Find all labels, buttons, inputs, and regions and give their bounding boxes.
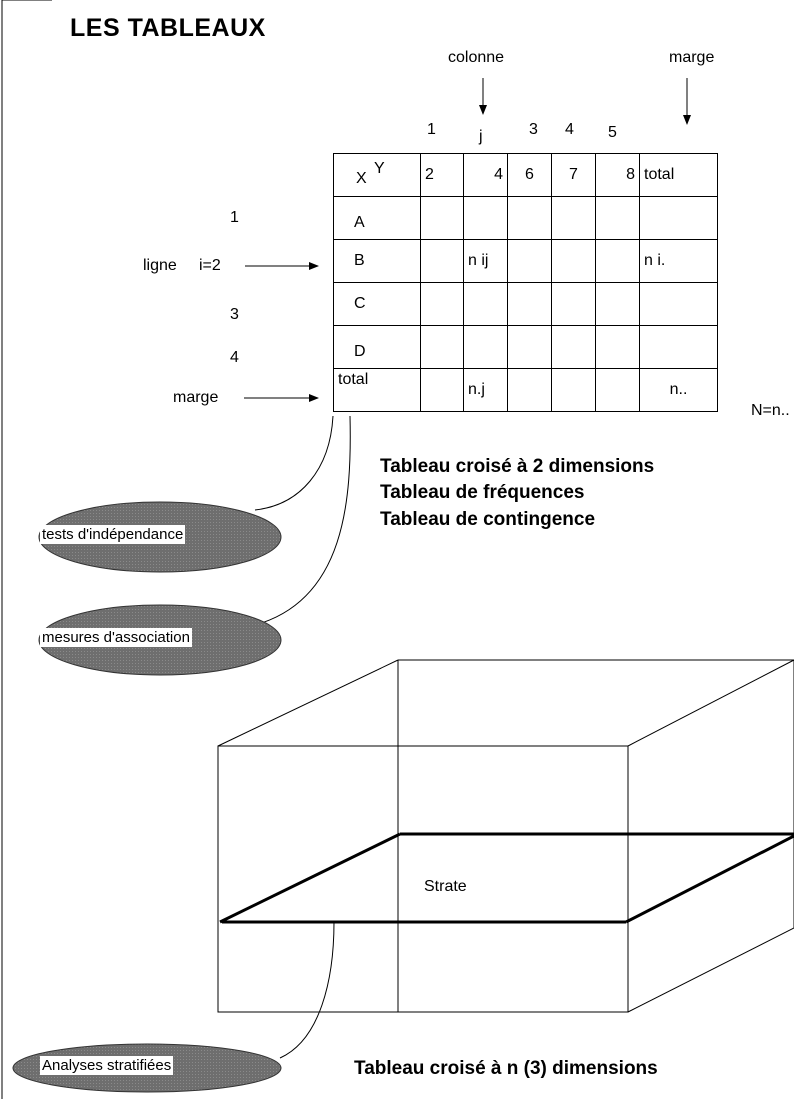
table-cell [551, 325, 596, 369]
table-cell [420, 368, 464, 412]
header-cell: 6 [507, 153, 552, 197]
row-index-4: 4 [230, 349, 239, 366]
connector-analyses [279, 921, 335, 1059]
row-label: D [333, 325, 421, 369]
row-label: A [333, 196, 421, 240]
table-cell [507, 325, 552, 369]
table-cell [595, 368, 640, 412]
strate-label: Strate [424, 878, 467, 895]
table-cell [551, 282, 596, 326]
table-cell [595, 282, 640, 326]
col-index-3: 3 [529, 121, 538, 138]
row-index-3: 3 [230, 306, 239, 323]
table-cell [420, 239, 464, 283]
table-cell [507, 239, 552, 283]
ellipse-mesures-text: mesures d'association [40, 628, 192, 647]
table-cell [639, 196, 718, 240]
row-label: total [333, 368, 421, 412]
table-corner-cell: X Y [333, 153, 421, 197]
table-total-row: total n.j n.. [333, 368, 718, 412]
header-cell: 2 [420, 153, 464, 197]
col-index-1: 1 [427, 121, 436, 138]
caption-2d-line1: Tableau croisé à 2 dimensions [380, 456, 655, 477]
table-header-row: X Y 2 4 6 7 8 total [333, 153, 718, 197]
ellipse-analyses-text: Analyses stratifiées [40, 1056, 174, 1075]
table-cell [507, 196, 552, 240]
table-cell [551, 196, 596, 240]
table-cell [639, 282, 718, 326]
table-row: C [333, 282, 718, 326]
table-cell [507, 368, 552, 412]
table-cell: n ij [463, 239, 508, 283]
col-index-5: 5 [608, 124, 617, 141]
table-row: B n ij n i. [333, 239, 718, 283]
table-cell [551, 239, 596, 283]
ligne-label: ligne [143, 257, 177, 274]
colonne-label: colonne [448, 49, 505, 66]
row-label: B [333, 239, 421, 283]
table-cell [420, 282, 464, 326]
corner-y: Y [374, 160, 385, 177]
table-cell: n.. [639, 368, 718, 412]
connector-tests [254, 415, 334, 511]
table-cell [595, 196, 640, 240]
table-cell [463, 325, 508, 369]
col-index-j: j [479, 128, 483, 145]
corner-x: X [356, 170, 367, 187]
caption-2d-line3: Tableau de contingence [380, 509, 596, 530]
table-cell [551, 368, 596, 412]
table-cell [595, 239, 640, 283]
marge-left-label: marge [173, 389, 219, 406]
header-cell: 4 [463, 153, 508, 197]
strate-plane [219, 832, 794, 924]
caption-3d: Tableau croisé à n (3) dimensions [354, 1058, 658, 1079]
col-index-4: 4 [565, 121, 574, 138]
header-cell: 7 [551, 153, 596, 197]
header-cell: total [639, 153, 718, 197]
table-cell [507, 282, 552, 326]
table-cell: n.j [463, 368, 508, 412]
caption-2d-line2: Tableau de fréquences [380, 482, 585, 503]
table-cell [595, 325, 640, 369]
table-cell [420, 325, 464, 369]
ellipse-tests-text: tests d'indépendance [40, 525, 186, 544]
connector-mesures [254, 415, 351, 626]
table-cell [463, 196, 508, 240]
header-cell: 8 [595, 153, 640, 197]
box-3d [217, 659, 794, 1013]
table-cell [420, 196, 464, 240]
table-row: A [333, 196, 718, 240]
contingency-table: X Y 2 4 6 7 8 total A B n ij n i. C D [333, 153, 718, 412]
marge-top-label: marge [669, 49, 715, 66]
row-label: C [333, 282, 421, 326]
page-title: LES TABLEAUX [70, 14, 266, 42]
table-cell: n i. [639, 239, 718, 283]
table-row: D [333, 325, 718, 369]
n-total-label: N=n.. [751, 402, 790, 419]
row-index-1: 1 [230, 209, 239, 226]
table-cell [639, 325, 718, 369]
i-label: i=2 [199, 257, 221, 274]
table-cell [463, 282, 508, 326]
